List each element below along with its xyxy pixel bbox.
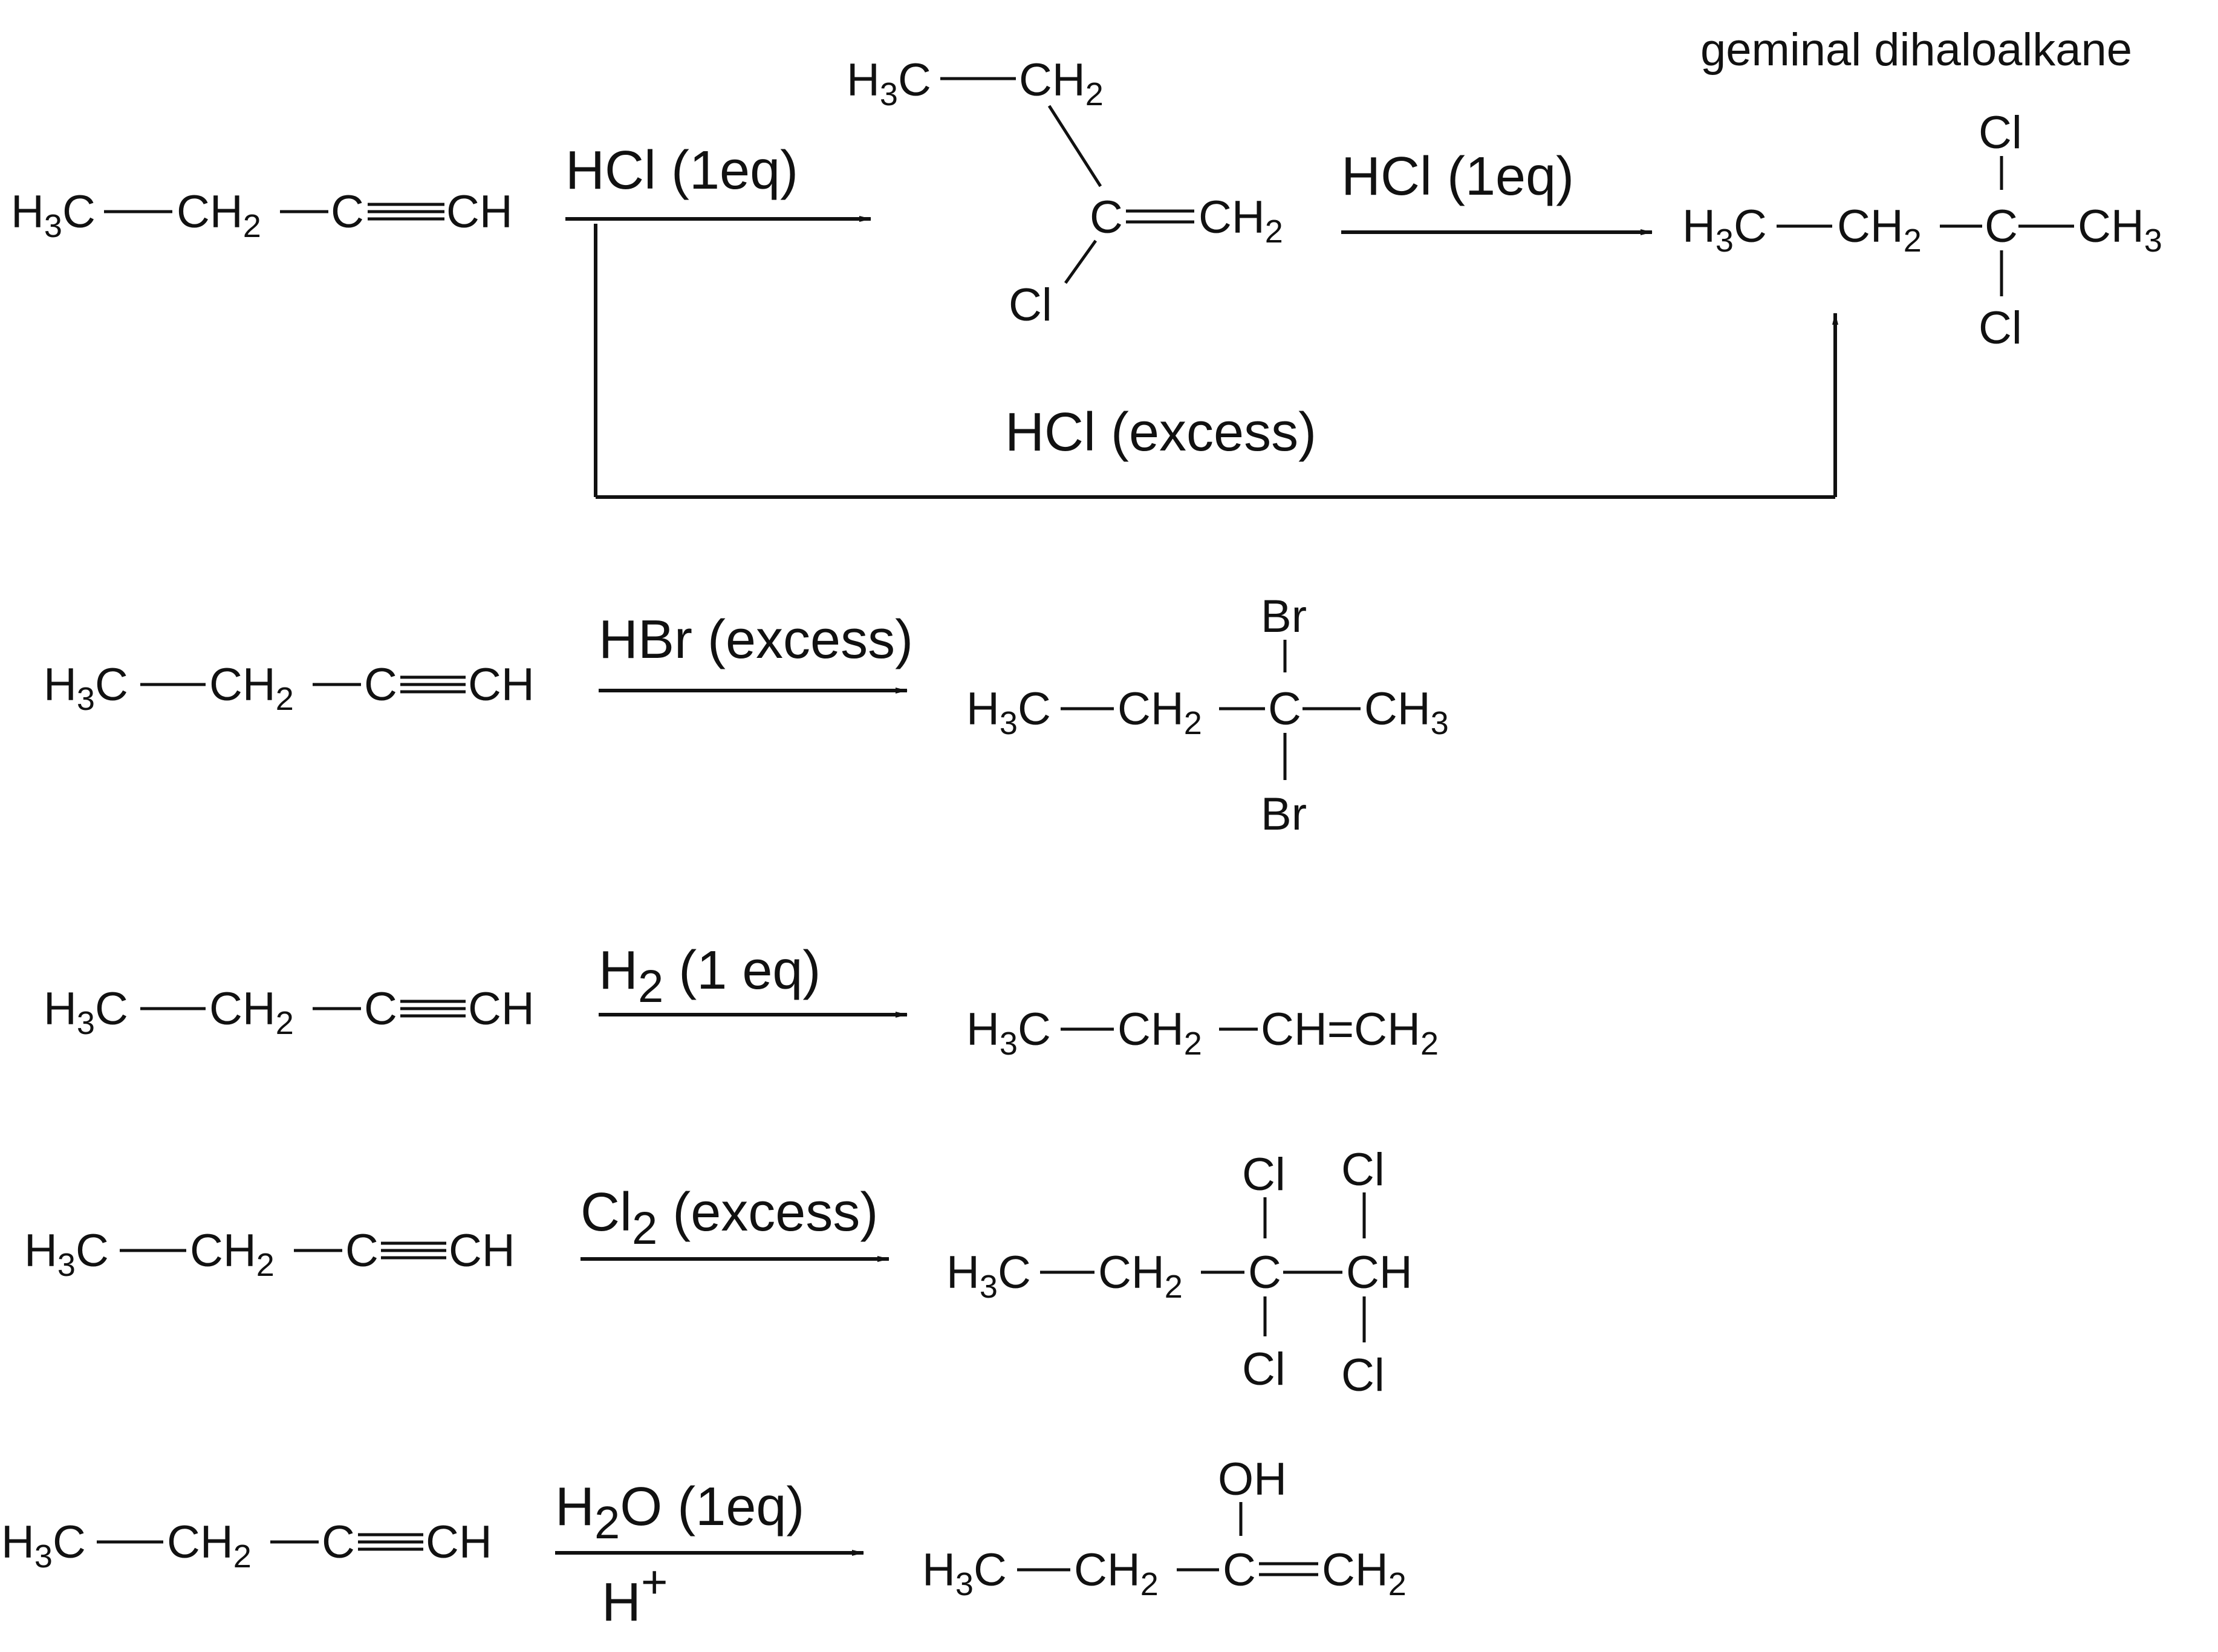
svg-text:OH: OH bbox=[1218, 1454, 1287, 1505]
row1-intermediate-vinyl-chloride: H3C CH2 C CH2 Cl bbox=[847, 54, 1283, 331]
product-class-title: geminal dihaloalkane bbox=[1700, 24, 2132, 76]
svg-text:C: C bbox=[1223, 1544, 1256, 1596]
svg-text:H3C: H3C bbox=[24, 1225, 109, 1283]
svg-text:CH2: CH2 bbox=[1098, 1247, 1183, 1305]
svg-text:CH2: CH2 bbox=[1198, 192, 1283, 250]
reagent-h2-1eq: H2 (1 eq) bbox=[599, 940, 821, 1012]
svg-text:Cl: Cl bbox=[1242, 1149, 1286, 1200]
svg-text:CH2: CH2 bbox=[177, 186, 261, 244]
svg-text:Cl: Cl bbox=[1341, 1144, 1385, 1195]
svg-text:CH2: CH2 bbox=[1837, 201, 1922, 259]
svg-text:C: C bbox=[1248, 1247, 1281, 1298]
svg-text:H3C: H3C bbox=[1682, 201, 1767, 259]
svg-text:C: C bbox=[345, 1225, 379, 1276]
row3-product-alkene: H3C CH2 CH=CH2 bbox=[966, 1004, 1439, 1062]
svg-text:Cl: Cl bbox=[1009, 279, 1052, 331]
row3-reactant-alkyne: H3C CH2 C CH bbox=[44, 983, 535, 1041]
svg-text:Cl: Cl bbox=[1979, 107, 2022, 158]
svg-text:C: C bbox=[364, 659, 397, 711]
svg-text:CH: CH bbox=[468, 983, 535, 1035]
row5-product-enol: H3C CH2 C CH2 OH bbox=[922, 1454, 1407, 1602]
svg-text:CH2: CH2 bbox=[1117, 683, 1202, 741]
row2-reactant-alkyne: H3C CH2 C CH bbox=[44, 659, 535, 717]
svg-text:CH2: CH2 bbox=[1117, 1004, 1202, 1062]
svg-text:C: C bbox=[331, 186, 364, 238]
svg-text:CH: CH bbox=[449, 1225, 515, 1276]
svg-text:H3C: H3C bbox=[922, 1544, 1007, 1602]
svg-text:CH: CH bbox=[446, 186, 513, 238]
svg-text:CH2: CH2 bbox=[209, 659, 294, 717]
svg-text:H3C: H3C bbox=[11, 186, 96, 244]
svg-text:CH: CH bbox=[426, 1517, 492, 1568]
svg-text:CH2: CH2 bbox=[209, 983, 294, 1041]
svg-text:Cl: Cl bbox=[1979, 302, 2022, 354]
reagent-hbr-excess: HBr (excess) bbox=[599, 610, 913, 670]
svg-text:CH2: CH2 bbox=[1322, 1544, 1407, 1602]
row4-product-tetrachloride: H3C CH2 C CH Cl Cl Cl Cl bbox=[946, 1144, 1413, 1401]
svg-text:Br: Br bbox=[1261, 789, 1307, 840]
reagent-hcl-excess: HCl (excess) bbox=[1005, 402, 1316, 463]
excess-hcl-bypass-path bbox=[594, 224, 1838, 499]
svg-text:H3C: H3C bbox=[44, 983, 128, 1041]
svg-text:Br: Br bbox=[1261, 591, 1307, 642]
svg-text:CH3: CH3 bbox=[2078, 201, 2162, 259]
svg-text:CH2: CH2 bbox=[1019, 54, 1104, 112]
svg-text:CH: CH bbox=[1346, 1247, 1413, 1298]
svg-text:H3C: H3C bbox=[1, 1517, 86, 1575]
svg-text:C: C bbox=[322, 1517, 355, 1568]
svg-text:C: C bbox=[1268, 683, 1301, 735]
reagent-cl2-excess: Cl2 (excess) bbox=[581, 1182, 878, 1254]
svg-text:C: C bbox=[364, 983, 397, 1035]
row5-reactant-alkyne: H3C CH2 C CH bbox=[1, 1517, 492, 1575]
svg-text:C: C bbox=[1985, 201, 2018, 252]
svg-text:Cl: Cl bbox=[1242, 1344, 1286, 1395]
svg-text:C: C bbox=[1090, 192, 1123, 243]
svg-text:CH2: CH2 bbox=[190, 1225, 275, 1283]
reagent-hcl-1eq-first: HCl (1eq) bbox=[565, 140, 798, 201]
svg-text:H3C: H3C bbox=[44, 659, 128, 717]
reagent-h2o-1eq: H2O (1eq) bbox=[555, 1477, 804, 1549]
svg-text:CH: CH bbox=[468, 659, 535, 711]
svg-text:H3C: H3C bbox=[847, 54, 931, 112]
svg-text:CH=CH2: CH=CH2 bbox=[1261, 1004, 1439, 1062]
row1-reactant-alkyne: H3C CH2 C CH bbox=[11, 186, 513, 244]
reagent-hcl-1eq-second: HCl (1eq) bbox=[1341, 146, 1574, 207]
row1-product-geminal-dichloride: H3C CH2 C CH3 Cl Cl bbox=[1682, 107, 2162, 354]
reagent-acid-catalyst: H+ bbox=[602, 1556, 668, 1633]
svg-text:H3C: H3C bbox=[946, 1247, 1031, 1305]
svg-text:H3C: H3C bbox=[966, 1004, 1051, 1062]
row4-reactant-alkyne: H3C CH2 C CH bbox=[24, 1225, 515, 1283]
svg-text:CH2: CH2 bbox=[1074, 1544, 1159, 1602]
svg-text:H3C: H3C bbox=[966, 683, 1051, 741]
svg-text:CH2: CH2 bbox=[167, 1517, 252, 1575]
svg-text:CH3: CH3 bbox=[1364, 683, 1449, 741]
svg-text:Cl: Cl bbox=[1341, 1350, 1385, 1401]
row2-product-geminal-dibromide: H3C CH2 C CH3 Br Br bbox=[966, 591, 1449, 840]
